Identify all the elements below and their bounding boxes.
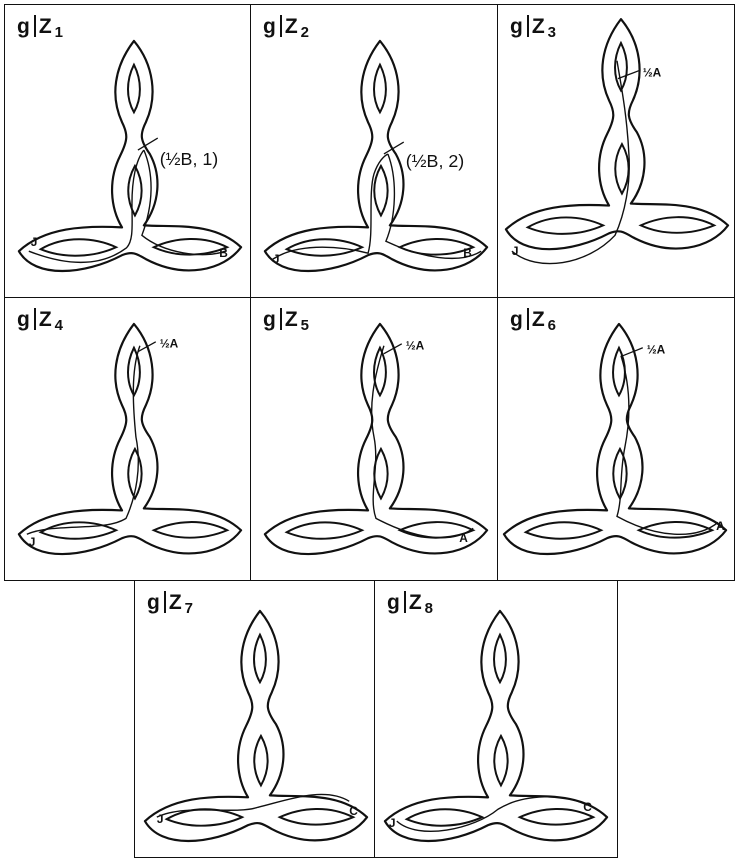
annotation-leader xyxy=(622,347,644,357)
curve-diagram: ½A J xyxy=(504,18,730,265)
highlight-path xyxy=(28,149,145,263)
curve-diagram: ½A A xyxy=(263,322,489,556)
highlight-path xyxy=(511,60,630,265)
curve-diagram: (½B, 2) J B xyxy=(263,39,489,273)
title-letter: Z xyxy=(531,308,546,331)
point-label-j: J xyxy=(389,816,396,830)
point-label-j: J xyxy=(157,812,164,826)
title-divider xyxy=(163,591,166,613)
title-subscript: 2 xyxy=(300,24,310,41)
annotation-text: (½B, 1) xyxy=(160,149,219,169)
title-subscript: 4 xyxy=(54,317,64,334)
title-var: g xyxy=(263,308,277,331)
title-subscript: 6 xyxy=(547,317,557,334)
point-label-a: A xyxy=(459,531,468,545)
curve-diagram: (½B, 1) J B xyxy=(17,39,243,273)
point-label-j: J xyxy=(29,535,36,549)
highlight-path xyxy=(156,793,350,818)
title-divider xyxy=(526,308,529,330)
title-subscript: 3 xyxy=(547,24,557,41)
highlight-path xyxy=(272,153,389,260)
title-divider xyxy=(279,308,282,330)
point-label-b: B xyxy=(463,246,472,260)
highlight-path xyxy=(370,345,474,539)
curve-diagram: J C xyxy=(383,609,609,843)
title-letter: Z xyxy=(284,15,299,38)
title-var: g xyxy=(510,15,524,38)
title-var: g xyxy=(510,308,524,331)
title-letter: Z xyxy=(284,308,299,331)
title-letter: Z xyxy=(168,591,183,614)
title-letter: Z xyxy=(38,15,53,38)
annotation-leader xyxy=(617,70,640,80)
annotation-leader xyxy=(383,141,405,155)
title-letter: Z xyxy=(408,591,423,614)
annotation-leader xyxy=(383,343,403,355)
title-var: g xyxy=(263,15,277,38)
title-subscript: 8 xyxy=(424,600,434,617)
point-label-j: J xyxy=(273,252,280,266)
title-divider xyxy=(33,308,36,330)
annotation-text: ½A xyxy=(406,339,425,353)
title-divider xyxy=(279,15,282,37)
highlight-path xyxy=(616,355,719,536)
annotation-text: (½B, 2) xyxy=(406,151,465,171)
point-label-j: J xyxy=(512,244,519,258)
annotation-text: ½A xyxy=(643,66,662,80)
annotation-text: ½A xyxy=(160,337,179,351)
title-var: g xyxy=(387,591,401,614)
curve-diagram: J C xyxy=(143,609,369,843)
curve-diagram: ½A A xyxy=(502,322,728,556)
annotation-leader xyxy=(137,341,157,353)
annotation-text: ½A xyxy=(647,343,666,357)
point-label-c: C xyxy=(349,804,358,818)
title-letter: Z xyxy=(531,15,546,38)
title-divider xyxy=(526,15,529,37)
title-divider xyxy=(403,591,406,613)
highlight-path xyxy=(26,345,141,535)
annotation-leader xyxy=(137,137,159,151)
title-subscript: 1 xyxy=(54,24,64,41)
title-subscript: 5 xyxy=(300,317,310,334)
title-subscript: 7 xyxy=(184,600,194,617)
curve-diagram: ½A J xyxy=(17,322,243,556)
point-label-j: J xyxy=(31,235,38,249)
point-label-a: A xyxy=(716,519,725,533)
highlight-path xyxy=(396,796,588,833)
title-var: g xyxy=(147,591,161,614)
title-letter: Z xyxy=(38,308,53,331)
point-label-b: B xyxy=(219,246,228,260)
title-divider xyxy=(33,15,36,37)
title-var: g xyxy=(17,15,31,38)
highlight-path xyxy=(385,153,482,260)
point-label-c: C xyxy=(583,800,592,814)
highlight-path xyxy=(141,149,226,256)
title-var: g xyxy=(17,308,31,331)
